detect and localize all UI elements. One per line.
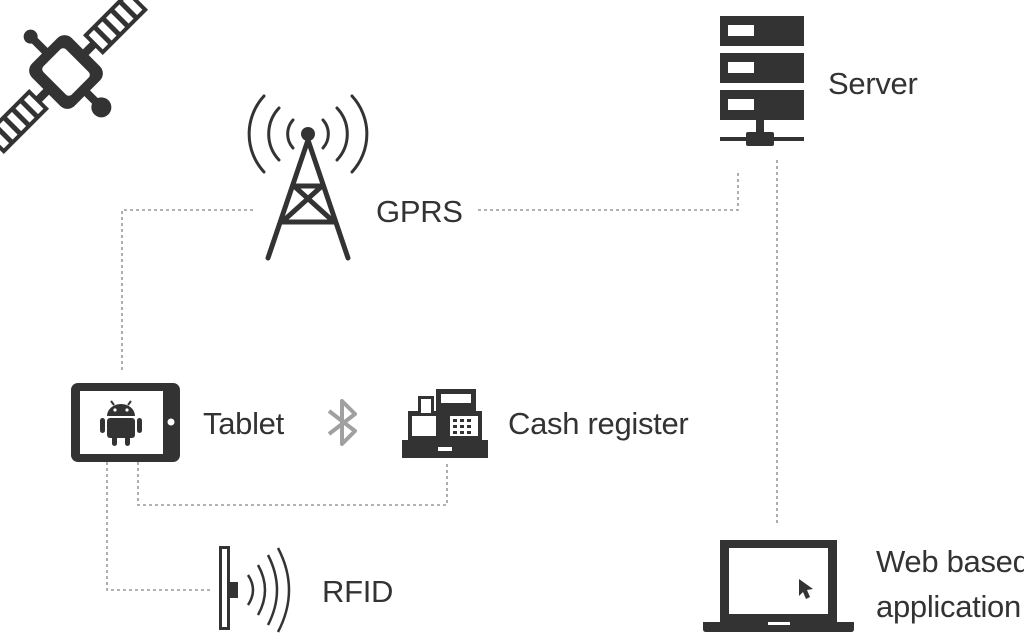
cursor-icon (799, 579, 813, 599)
android-icon (100, 400, 142, 446)
cash-register-label: Cash register (508, 406, 688, 441)
server-label: Server (828, 66, 918, 101)
cell-tower-icon (247, 94, 369, 261)
connector-tablet-gprs (121, 209, 255, 370)
tablet-icon (71, 383, 180, 462)
web-app-label-line1: Web based (876, 544, 1024, 579)
rfid-label: RFID (322, 574, 393, 609)
rfid-icon (219, 546, 291, 633)
laptop-icon (703, 540, 854, 632)
satellite-icon (0, 0, 149, 155)
web-app-label-line2: application (876, 589, 1021, 624)
connector-lines (106, 160, 778, 591)
server-icon (720, 16, 804, 146)
cash-register-icon (402, 389, 488, 458)
gprs-label: GPRS (376, 194, 463, 229)
bluetooth-icon (327, 399, 357, 446)
connector-tablet-rfid (106, 462, 212, 591)
tablet-label: Tablet (203, 406, 285, 441)
connector-gprs-server (478, 170, 739, 211)
connector-tablet-cashregister (137, 462, 448, 506)
